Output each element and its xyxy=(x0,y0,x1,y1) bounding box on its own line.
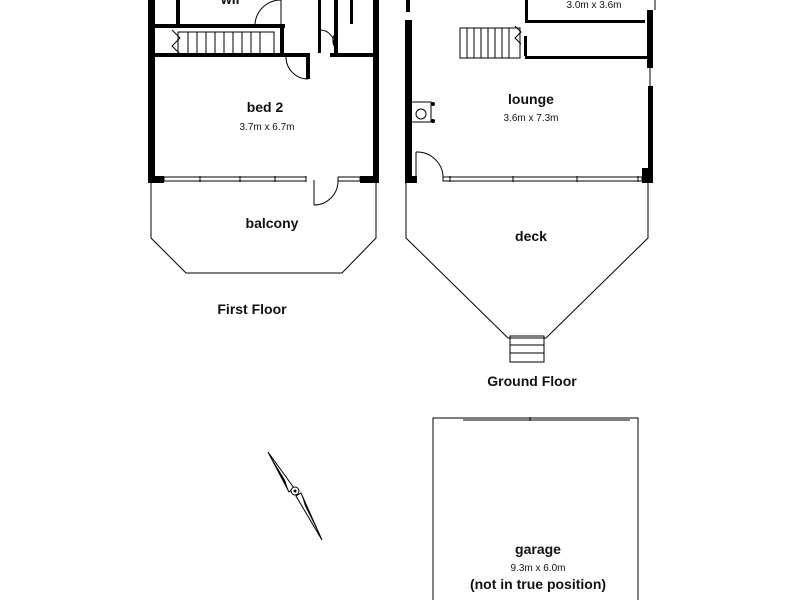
bed2-label: bed 2 xyxy=(247,99,284,115)
wall xyxy=(318,0,321,53)
stairs xyxy=(459,25,522,59)
wall xyxy=(350,0,353,24)
wall xyxy=(406,0,410,12)
wall xyxy=(405,20,412,183)
wall xyxy=(148,176,164,183)
door-swing xyxy=(320,29,335,45)
stairs xyxy=(171,29,275,55)
top-room-dims: 3.0m x 3.6m xyxy=(566,0,621,11)
door-swing xyxy=(285,56,309,80)
deck-label: deck xyxy=(515,228,547,244)
door-swing xyxy=(332,29,339,47)
lounge-window xyxy=(442,176,643,182)
ground-floor-label: Ground Floor xyxy=(487,373,577,389)
deck-steps xyxy=(509,335,545,363)
garage-plan: garage 9.3m x 6.0m (not in true position… xyxy=(432,417,639,600)
wall xyxy=(524,36,527,56)
garage-outline xyxy=(432,417,639,600)
wall xyxy=(176,0,180,24)
wall xyxy=(373,0,379,182)
wall xyxy=(525,20,645,23)
wall xyxy=(648,86,653,172)
wall xyxy=(525,0,528,22)
garage-dims: 9.3m x 6.0m xyxy=(510,563,565,574)
lounge-label: lounge xyxy=(508,91,554,107)
wall xyxy=(405,176,417,183)
lounge-dims: 3.6m x 7.3m xyxy=(503,113,558,124)
bed2-dims: 3.7m x 6.7m xyxy=(239,122,294,133)
wall xyxy=(360,176,379,183)
first-floor-plan: wir bed 2 3.7m x 6.7m balcony First Floo… xyxy=(148,0,379,317)
bed2-window xyxy=(163,176,361,182)
door-swing xyxy=(313,180,339,206)
garage-note: (not in true position) xyxy=(470,576,606,592)
deck-outline xyxy=(405,183,649,339)
wall xyxy=(306,57,310,79)
wall xyxy=(647,10,653,68)
wall xyxy=(155,24,285,28)
balcony-outline xyxy=(150,183,377,274)
north-arrow-icon xyxy=(267,451,323,541)
wall xyxy=(330,53,373,57)
wall xyxy=(642,168,653,183)
wall xyxy=(155,53,310,57)
wall xyxy=(525,56,647,59)
wir-label: wir xyxy=(220,0,242,7)
basin-icon xyxy=(410,101,435,123)
wall xyxy=(280,24,284,57)
garage-label: garage xyxy=(515,541,561,557)
door-swing xyxy=(254,0,281,25)
door-swing xyxy=(415,151,444,181)
first-floor-label: First Floor xyxy=(217,301,287,317)
balcony-label: balcony xyxy=(246,215,299,231)
ground-floor-plan: 3.0m x 3.6m lounge 3.6m x 7.3m deck Grou… xyxy=(405,0,656,389)
wall xyxy=(334,0,338,53)
wall xyxy=(148,0,155,182)
